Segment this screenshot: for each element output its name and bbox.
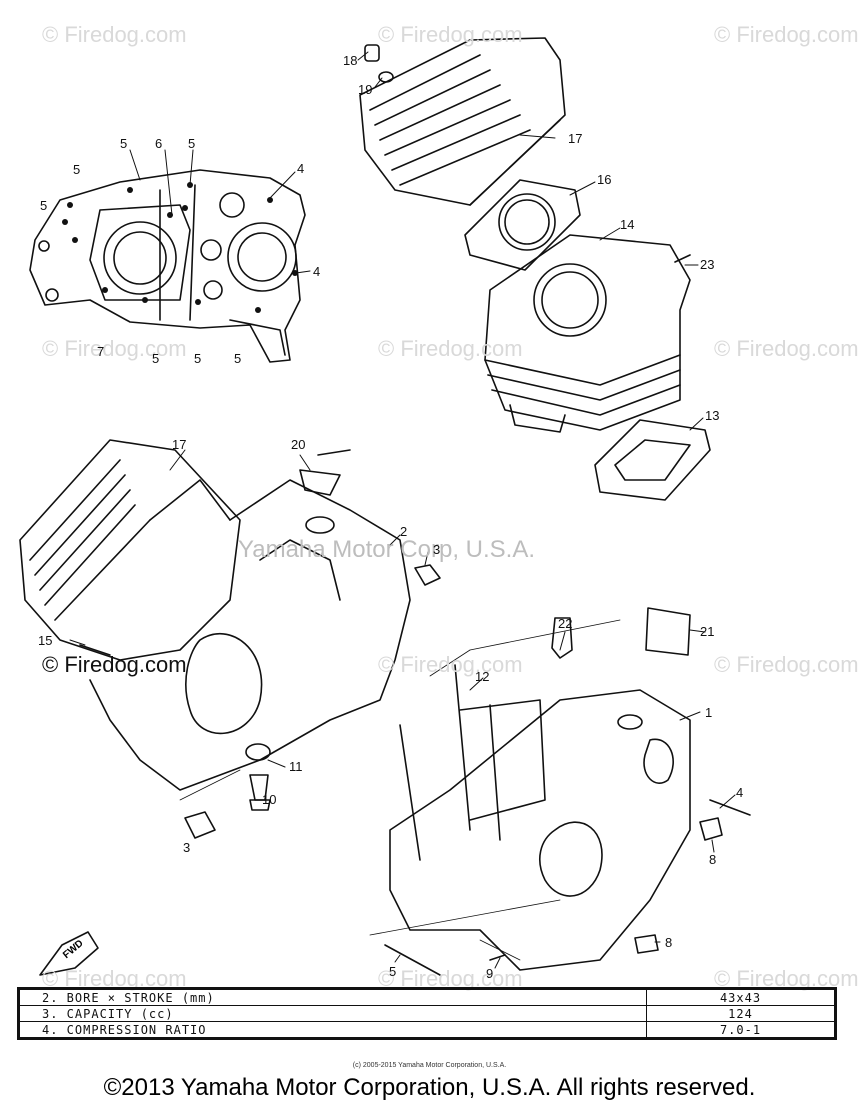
spec-label: 3. CAPACITY (cc) <box>17 1005 647 1022</box>
callout-22: 22 <box>558 616 573 631</box>
spec-label: 2. BORE × STROKE (mm) <box>17 987 647 1006</box>
lower-crankcase <box>389 664 691 971</box>
table-row: 3. CAPACITY (cc) 124 <box>17 1005 837 1022</box>
callout-18: 18 <box>343 53 358 68</box>
watermark: © Firedog.com <box>42 22 187 47</box>
callout-11: 11 <box>289 759 303 774</box>
watermark: © Firedog.com <box>42 966 187 991</box>
leader-lines <box>69 51 736 969</box>
callout-3: 3 <box>183 840 191 855</box>
spec-value: 7.0-1 <box>646 1021 837 1040</box>
callout-5: 5 <box>120 136 128 151</box>
callout-10: 10 <box>262 792 277 807</box>
callout-19: 19 <box>358 82 373 97</box>
watermark: © Firedog.com <box>714 336 859 361</box>
head-gasket <box>464 179 581 271</box>
callout-9: 9 <box>486 966 494 981</box>
callout-12: 12 <box>475 669 490 684</box>
callout-20: 20 <box>291 437 306 452</box>
table-row: 4. COMPRESSION RATIO 7.0-1 <box>17 1021 837 1040</box>
watermark: © Firedog.com <box>714 966 859 991</box>
callout-4: 4 <box>297 161 305 176</box>
callout-5: 5 <box>40 198 48 213</box>
spec-value: 43x43 <box>646 987 837 1006</box>
small-copyright: (c) 2005-2015 Yamaha Motor Corporation, … <box>352 1062 507 1069</box>
callout-8: 8 <box>709 852 717 867</box>
callout-1: 1 <box>705 705 713 720</box>
callout-5: 5 <box>234 351 242 366</box>
callout-3: 3 <box>433 542 441 557</box>
callout-14: 14 <box>620 217 635 232</box>
callout-17: 17 <box>568 131 583 146</box>
callout-5: 5 <box>73 162 81 177</box>
watermark: © Firedog.com <box>42 652 187 677</box>
callout-16: 16 <box>597 172 612 187</box>
watermark: © Firedog.com <box>378 336 523 361</box>
watermark: © Firedog.com <box>42 336 187 361</box>
watermark: © Firedog.com <box>714 22 859 47</box>
callout-15: 15 <box>38 633 53 648</box>
watermark: © Firedog.com <box>378 966 523 991</box>
embossed-watermark: Yamaha Motor Corp, U.S.A. <box>238 536 535 563</box>
cylinder-block <box>484 234 691 433</box>
callout-17: 17 <box>172 437 187 452</box>
callout-5: 5 <box>389 964 397 979</box>
callout-4: 4 <box>736 785 744 800</box>
callout-13: 13 <box>705 408 720 423</box>
spec-value: 124 <box>646 1005 837 1022</box>
callout-21: 21 <box>700 624 715 639</box>
fwd-arrow-icon <box>39 931 99 976</box>
cylinder-head-upper <box>359 37 566 206</box>
callout-5: 5 <box>188 136 196 151</box>
callout-8: 8 <box>665 935 673 950</box>
callout-5: 5 <box>152 351 160 366</box>
callout-23: 23 <box>700 257 715 272</box>
callout-6: 6 <box>155 136 163 151</box>
callout-7: 7 <box>97 344 105 359</box>
main-copyright: ©2013 Yamaha Motor Corporation, U.S.A. A… <box>103 1074 756 1101</box>
watermark: © Firedog.com <box>714 652 859 677</box>
callout-4: 4 <box>313 264 321 279</box>
crankcase-face-outline <box>29 169 306 363</box>
assembled-engine <box>19 439 411 791</box>
watermark: © Firedog.com <box>378 652 523 677</box>
spec-label: 4. COMPRESSION RATIO <box>17 1021 647 1040</box>
watermark: © Firedog.com <box>378 22 523 47</box>
base-gasket <box>594 419 711 501</box>
callout-2: 2 <box>400 524 408 539</box>
table-row: 2. BORE × STROKE (mm) 43x43 <box>17 987 837 1006</box>
spec-table: 2. BORE × STROKE (mm) 43x43 3. CAPACITY … <box>17 987 837 1040</box>
callout-5: 5 <box>194 351 202 366</box>
